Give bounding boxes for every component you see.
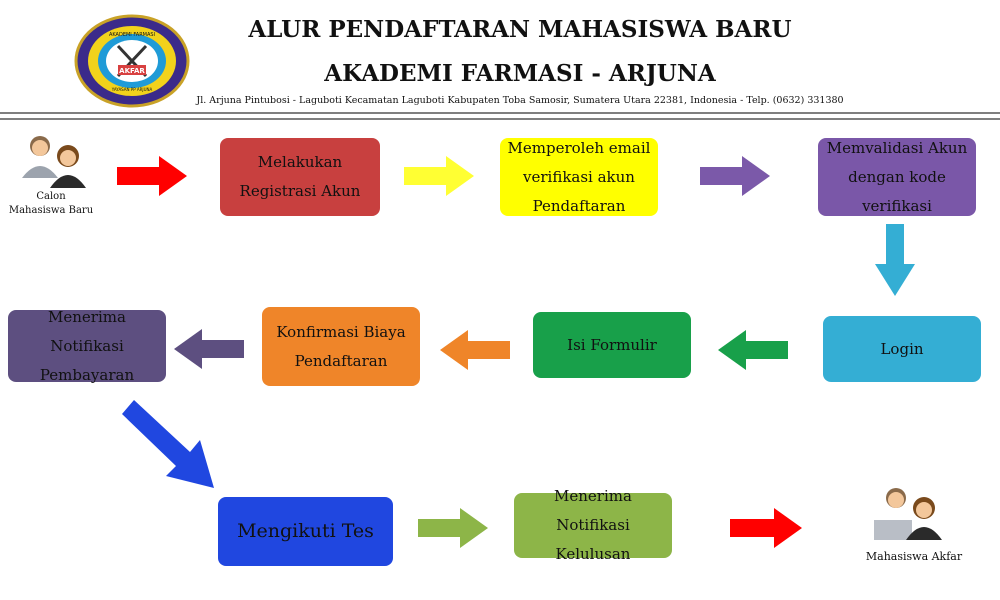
step-validasi-line1: Memvalidasi Akun	[826, 138, 968, 157]
page-subtitle: AKADEMI FARMASI - ARJUNA	[324, 60, 716, 87]
step-mengikuti-tes: Mengikuti Tes	[218, 497, 393, 566]
step-validasi-line2: dengan kode	[848, 167, 946, 186]
step-kelulusan-line1: Menerima Notifikasi	[554, 487, 632, 534]
arrow-right-icon	[404, 156, 474, 196]
arrow-left-icon	[440, 330, 510, 370]
step-registrasi-line1: Melakukan	[257, 153, 343, 171]
logo-bottom-text: YAYASAN PP ARJUNA	[111, 87, 153, 92]
step-mengikuti-tes-label: Mengikuti Tes	[237, 520, 374, 542]
arrow-right-icon	[418, 508, 488, 548]
page-title: ALUR PENDAFTARAN MAHASISWA BARU	[248, 16, 792, 43]
arrow-right-icon	[700, 156, 770, 196]
step-validasi-akun: Memvalidasi Akun dengan kode verifikasi	[818, 138, 976, 216]
step-login-label: Login	[880, 339, 924, 358]
start-actor-label-line1: Calon	[36, 191, 66, 202]
arrow-left-icon	[174, 329, 244, 369]
step-kelulusan-line2: Kelulusan	[555, 545, 631, 563]
step-konfirmasi-line1: Konfirmasi Biaya	[276, 322, 406, 341]
start-actor-label: Calon Mahasiswa Baru	[8, 190, 94, 218]
start-actor-label-line2: Mahasiswa Baru	[8, 205, 94, 216]
step-isi-formulir: Isi Formulir	[533, 312, 691, 378]
end-actor-label: Mahasiswa Akfar	[865, 550, 963, 563]
step-konfirmasi-line2: Pendaftaran	[294, 351, 388, 370]
step-pembayaran-line1: Menerima Notifikasi	[48, 307, 126, 355]
arrow-down-icon	[875, 224, 915, 296]
step-registrasi-line2: Registrasi Akun	[239, 182, 361, 200]
header-divider-2	[0, 118, 1000, 120]
step-email-line2: verifikasi akun	[523, 167, 635, 186]
address-text: Jl. Arjuna Pintubosi - Laguboti Kecamata…	[196, 95, 844, 106]
step-validasi-line3: verifikasi	[862, 196, 932, 215]
arrow-right-icon	[117, 156, 187, 196]
logo-center-text: AKFAR	[119, 67, 145, 75]
step-email-line3: Pendaftaran	[532, 196, 626, 215]
step-isi-formulir-label: Isi Formulir	[567, 335, 657, 354]
person-icon-end	[872, 486, 948, 542]
logo-top-text: AKADEMI FARMASI	[109, 32, 155, 38]
step-pembayaran-line2: Pembayaran	[39, 365, 135, 384]
person-icon-start	[16, 134, 92, 190]
step-email-line1: Memperoleh email	[507, 138, 651, 157]
arrow-left-icon	[718, 330, 788, 370]
arrow-diagonal-icon	[122, 400, 214, 488]
step-login: Login	[823, 316, 981, 382]
header-divider	[0, 112, 1000, 114]
arrow-right-icon	[730, 508, 802, 548]
logo: AKFAR AKADEMI FARMASI YAYASAN PP ARJUNA	[74, 14, 190, 108]
